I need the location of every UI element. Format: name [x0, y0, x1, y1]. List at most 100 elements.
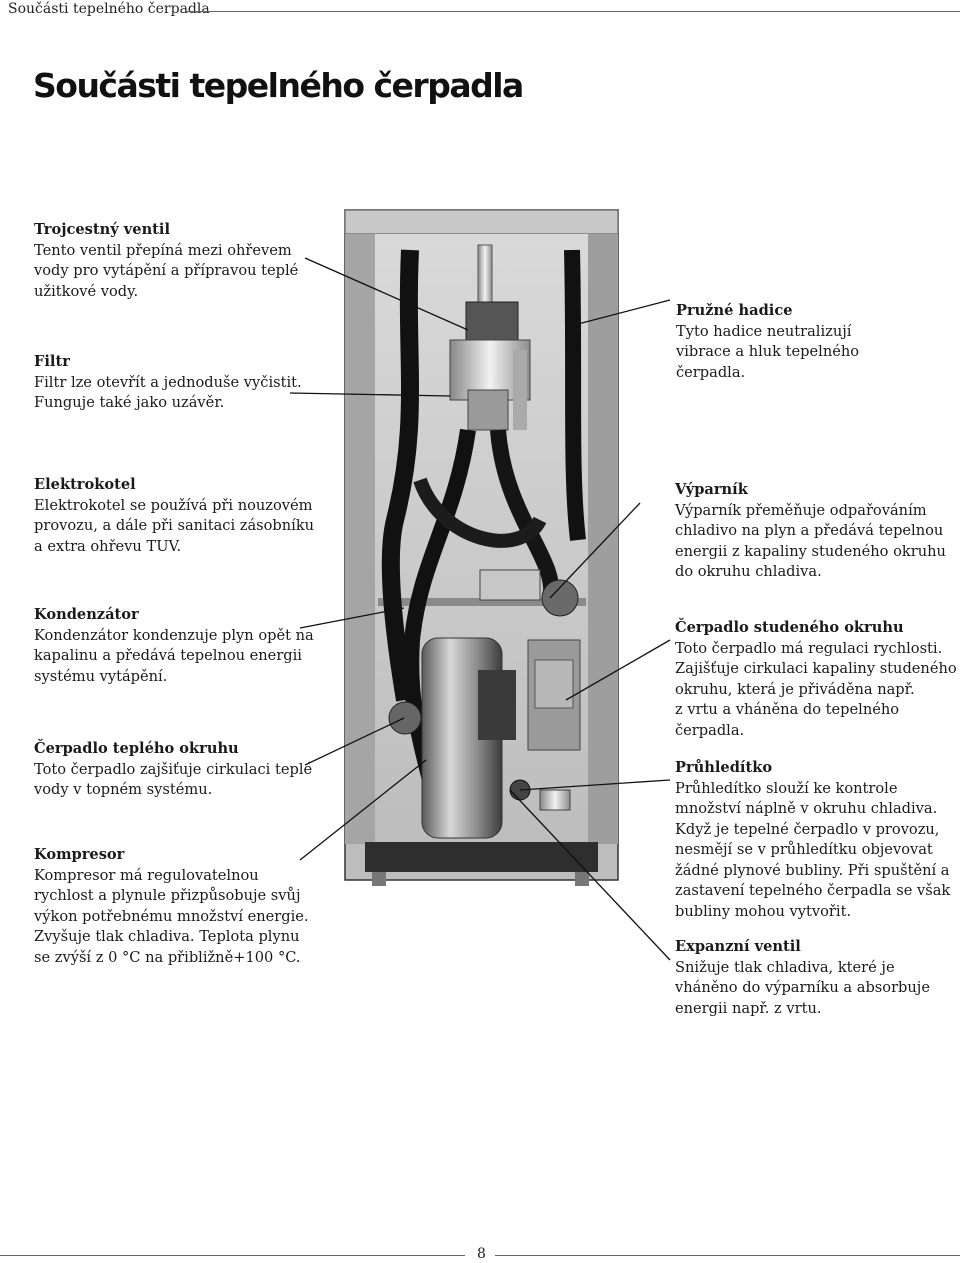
component-text-line: se zvýší z 0 °C na přibližně+100 °C. [34, 948, 301, 966]
cabinet-right-wall [588, 234, 618, 844]
component-text-line: bubliny mohou vytvořit. [675, 902, 852, 920]
leader-vyparnik [549, 502, 641, 599]
component-pruzne-hadice: Pružné hadice Tyto hadice neutralizují v… [676, 301, 926, 383]
component-text-line: Filtr lze otevřít a jednoduše vyčistit. [34, 373, 302, 391]
component-text-line: Zajišťuje cirkulaci kapaliny studeného [675, 660, 957, 677]
leader-pruhleditko [519, 779, 671, 791]
evaporator-pump [541, 579, 579, 617]
component-text-line: čerpadla. [675, 721, 745, 739]
component-text-line: Funguje také jako uzávěr. [34, 394, 225, 411]
hose-left-outer [381, 249, 419, 702]
component-text-line: chladivo na plyn a předává tepelnou [675, 522, 944, 539]
component-text-line: provozu, a dále při sanitaci zásobníku [34, 517, 315, 534]
hose-right-outer [564, 249, 586, 541]
valve-actuator [465, 301, 519, 343]
leader-lines [289, 257, 671, 961]
component-title: Kondenzátor [34, 606, 139, 623]
component-filtr: Filtr Filtr lze otevřít a jednoduše vyči… [34, 352, 319, 414]
leader-cerpadlo-tepleho [304, 717, 405, 766]
component-title: Průhledítko [675, 759, 773, 776]
expansion-valve [539, 789, 571, 811]
page-title: Součásti tepelného čerpadla [33, 66, 524, 105]
component-text-line: výkon potřebnému množství energie. [34, 907, 309, 925]
component-elektrokotel: Elektrokotel Elektrokotel se používá při… [34, 475, 319, 557]
component-title: Pružné hadice [676, 302, 793, 319]
component-text-line: vody pro vytápění a přípravou teplé [34, 262, 299, 279]
footer-rule-right [495, 1255, 960, 1256]
component-text-line: z vrtu a vháněna do tepelného [675, 701, 900, 718]
component-text-line: zastavení tepelného čerpadla se však [675, 882, 951, 899]
warm-pump [388, 701, 422, 735]
leader-cerpadlo-studeneho [565, 639, 671, 701]
component-cerpadlo-tepleho-okruhu: Čerpadlo teplého okruhu Toto čerpadlo za… [34, 739, 319, 801]
component-text-line: žádné plynové bubliny. Při spuštění a [675, 861, 950, 879]
component-text-line: Zvyšuje tlak chladiva. Teplota plynu [34, 928, 300, 945]
component-text-line: Kompresor má regulovatelnou [34, 866, 259, 884]
leader-kompresor [299, 759, 427, 861]
component-title: Trojcestný ventil [34, 221, 171, 238]
foot-left [372, 872, 386, 886]
component-text-line: Výparník přeměňuje odpařováním [675, 501, 927, 519]
shelf [378, 598, 586, 606]
footer-rule-left [0, 1255, 465, 1256]
component-text-line: Když je tepelné čerpadlo v provozu, [675, 820, 940, 838]
control-box-panel [534, 659, 574, 709]
component-kondenzator: Kondenzátor Kondenzátor kondenzuje plyn … [34, 605, 319, 687]
component-text-line: energii z kapaliny studeného okruhu [675, 542, 946, 560]
component-text-line: Tento ventil přepíná mezi ohřevem [34, 241, 292, 259]
page-number: 8 [477, 1246, 486, 1262]
component-text-line: systému vytápění. [34, 667, 168, 685]
component-text-line: kapalinu a předává tepelnou energii [34, 647, 302, 664]
component-text-line: vibrace a hluk tepelného [676, 343, 860, 360]
component-text-line: čerpadla. [676, 363, 746, 381]
plate-exchanger [479, 569, 541, 601]
cabinet-left-wall [345, 234, 375, 844]
component-title: Čerpadlo teplého okruhu [34, 740, 239, 757]
component-text-line: energii např. z vrtu. [675, 999, 822, 1017]
component-text-line: Snižuje tlak chladiva, které je [675, 958, 895, 976]
header-rule [185, 11, 960, 12]
foot-right [575, 872, 589, 886]
component-text-line: Tyto hadice neutralizují [676, 322, 852, 340]
component-text-line: Toto čerpadlo zajšiťuje cirkulaci teplé [34, 760, 313, 778]
component-title: Čerpadlo studeného okruhu [675, 619, 904, 636]
component-title: Expanzní ventil [675, 938, 801, 955]
component-text-line: rychlost a plynule přizpůsobuje svůj [34, 887, 301, 904]
leader-trojcestny [304, 257, 469, 331]
component-text-line: a extra ohřevu TUV. [34, 537, 182, 555]
component-title: Filtr [34, 353, 70, 370]
component-text-line: okruhu, která je přiváděna např. [675, 680, 915, 698]
component-cerpadlo-studeneho-okruhu: Čerpadlo studeného okruhu Toto čerpadlo … [675, 618, 960, 741]
component-text-line: nesmějí se v průhledítku objevovat [675, 841, 933, 858]
component-trojcestny-ventil: Trojcestný ventil Tento ventil přepíná m… [34, 220, 319, 302]
running-header: Součásti tepelného čerpadla [8, 1, 210, 17]
hose-center-1 [403, 428, 476, 782]
cabinet-top [344, 209, 619, 235]
leader-kondenzator [299, 607, 405, 629]
leader-filtr [289, 392, 451, 397]
compressor-box [478, 670, 516, 740]
component-text-line: množství náplně v okruhu chladiva. [675, 800, 938, 817]
component-text-line: do okruhu chladiva. [675, 563, 822, 580]
leader-pruzne-hadice [577, 299, 671, 325]
cabinet-base [365, 842, 598, 872]
component-pruhleditko: Průhledítko Průhledítko slouží ke kontro… [675, 758, 960, 922]
component-text-line: Kondenzátor kondenzuje plyn opět na [34, 626, 314, 644]
valve-stem [477, 244, 493, 306]
component-vyparnik: Výparník Výparník přeměňuje odpařováním … [675, 480, 960, 583]
filter-body [467, 389, 509, 431]
leader-expanzni-ventil [509, 789, 671, 961]
component-text-line: Toto čerpadlo má regulaci rychlosti. [675, 639, 943, 657]
component-kompresor: Kompresor Kompresor má regulovatelnou ry… [34, 845, 319, 968]
component-title: Kompresor [34, 846, 125, 863]
component-text-line: Průhledítko slouží ke kontrole [675, 779, 898, 797]
component-title: Výparník [675, 481, 748, 498]
component-title: Elektrokotel [34, 476, 136, 493]
hose-loop [413, 477, 547, 548]
component-text-line: užitkové vody. [34, 282, 139, 300]
component-text-line: vháněno do výparníku a absorbuje [675, 979, 930, 996]
component-text-line: Elektrokotel se používá při nouzovém [34, 496, 313, 514]
component-expanzni-ventil: Expanzní ventil Snižuje tlak chladiva, k… [675, 937, 960, 1019]
component-text-line: vody v topném systému. [34, 781, 213, 798]
